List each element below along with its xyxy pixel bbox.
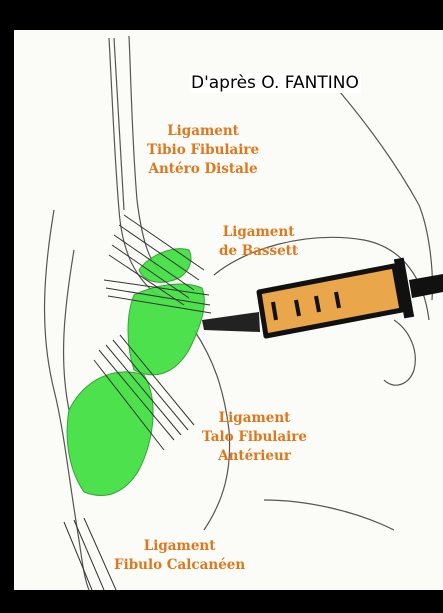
tibio-fibular-ligament-fill <box>139 249 191 283</box>
label-line: Tibio Fibulaire <box>147 141 259 160</box>
label-line: de Bassett <box>219 242 298 261</box>
label-tibio-fibular-ligament: Ligament Tibio Fibulaire Antéro Distale <box>147 122 259 179</box>
talo-fibular-ligament-fill <box>67 372 153 496</box>
ankle-ligament-drawing <box>14 30 443 590</box>
label-line: Ligament <box>147 122 259 141</box>
label-line: Antéro Distale <box>147 160 259 179</box>
label-line: Ligament <box>219 223 298 242</box>
image-credit: D'après O. FANTINO <box>189 73 361 93</box>
label-line: Ligament <box>114 537 245 556</box>
label-line: Ligament <box>202 409 307 428</box>
label-bassett-ligament: Ligament de Bassett <box>219 223 298 261</box>
label-line: Talo Fibulaire <box>202 428 307 447</box>
label-line: Antérieur <box>202 447 307 466</box>
label-line: Fibulo Calcanéen <box>114 556 245 575</box>
label-calcaneofibular-ligament: Ligament Fibulo Calcanéen <box>114 537 245 575</box>
syringe-icon <box>202 258 443 336</box>
illustration-canvas: D'après O. FANTINO Ligament Tibio Fibula… <box>14 30 443 590</box>
label-talo-fibular-ligament: Ligament Talo Fibulaire Antérieur <box>202 409 307 466</box>
